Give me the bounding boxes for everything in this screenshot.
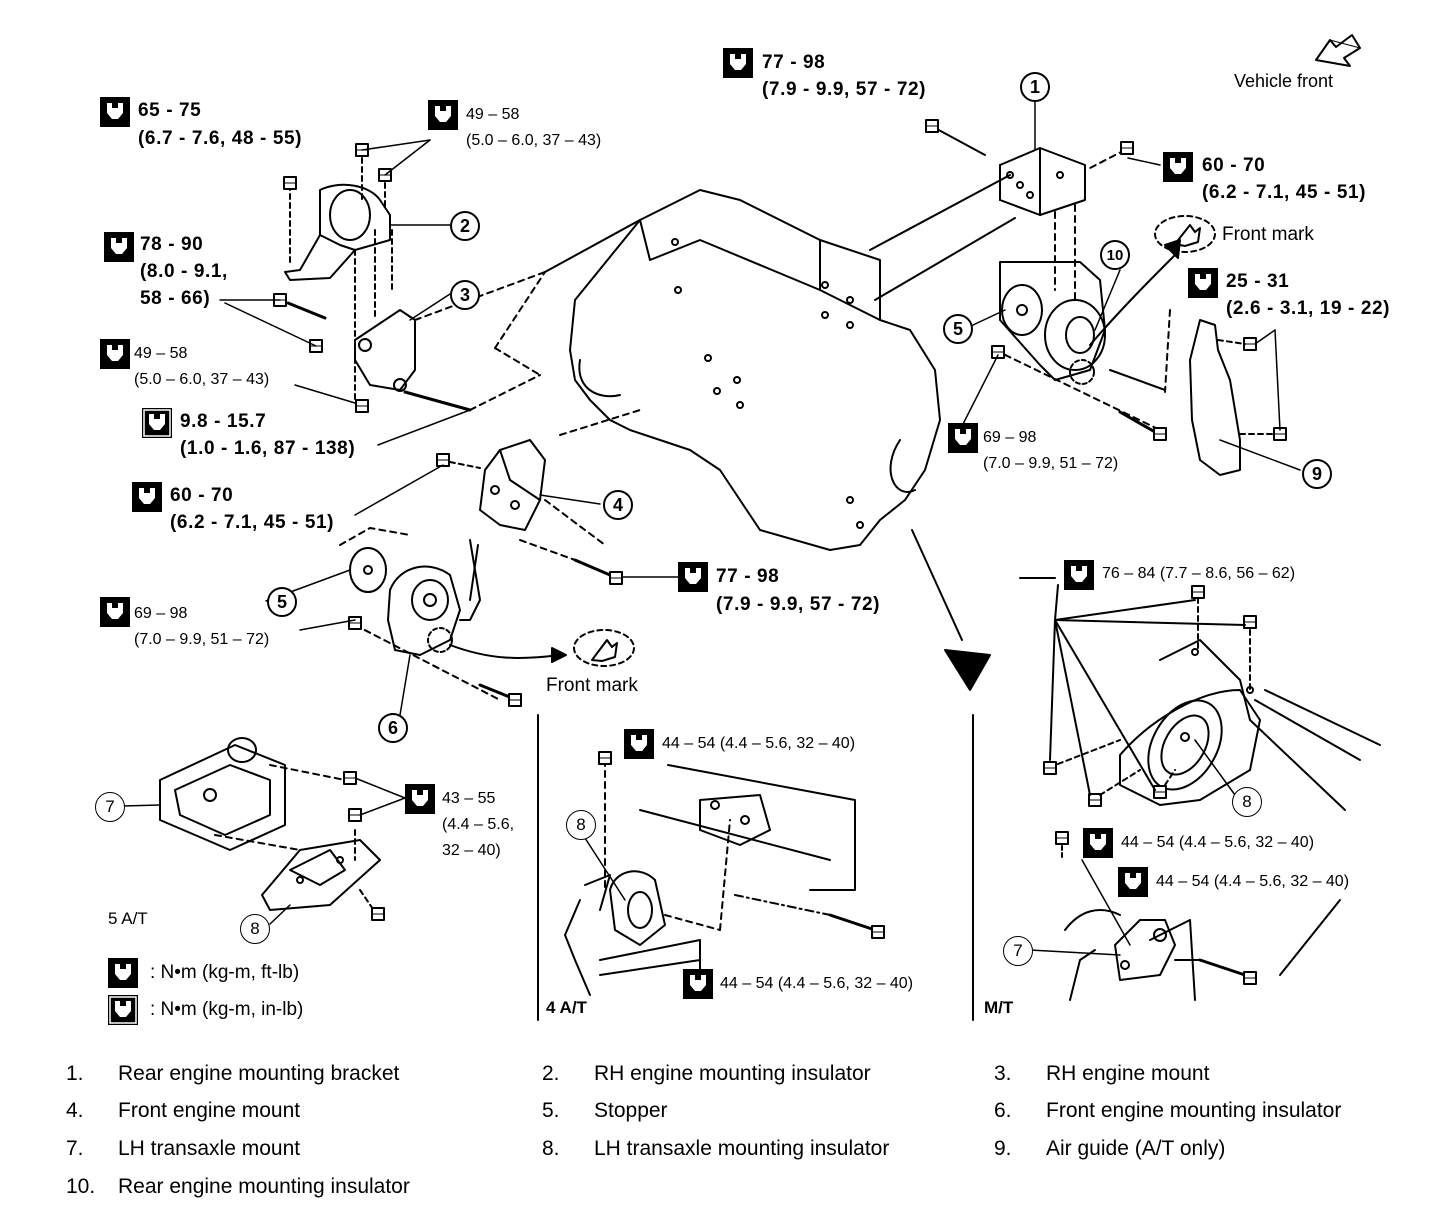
rh-mount-group <box>273 143 641 413</box>
callout-6: 6 <box>378 713 408 743</box>
wrench-icon <box>405 784 435 814</box>
wrench-icon <box>100 339 130 369</box>
section-5at-label: 5 A/T <box>108 909 148 928</box>
wrench-inlb-icon <box>142 408 172 438</box>
callout-9: 9 <box>1302 459 1332 489</box>
callout-2: 2 <box>450 211 480 241</box>
callout-8-mt: 8 <box>1232 787 1262 817</box>
torque-value: 60 - 70 <box>1202 155 1266 176</box>
callout-8-4at: 8 <box>566 810 596 840</box>
callout-4: 4 <box>603 490 633 520</box>
rear-insulator-group <box>991 239 1181 441</box>
torque-sub: (6.7 - 7.6, 48 - 55) <box>138 128 303 149</box>
vehicle-front-arrow <box>1315 34 1361 67</box>
vehicle-front-label: Vehicle front <box>1234 71 1334 91</box>
callout-1: 1 <box>1020 72 1050 102</box>
torque-sub: (7.0 – 9.9, 51 – 72) <box>134 631 270 648</box>
torque-value: 77 - 98 <box>762 52 826 73</box>
torque-value: 43 – 55 <box>442 790 496 807</box>
wrench-icon <box>948 423 978 453</box>
callout-3: 3 <box>450 280 480 310</box>
torque-value: 76 – 84 (7.7 – 8.6, 56 – 62) <box>1102 565 1296 582</box>
callout-7-mt: 7 <box>1003 936 1033 966</box>
torque-sub: (2.6 - 3.1, 19 - 22) <box>1226 298 1391 319</box>
torque-sub-2: 58 - 66) <box>140 288 211 309</box>
wrench-icon <box>428 100 458 130</box>
callout-7-5at: 7 <box>95 792 125 822</box>
torque-sub: (5.0 – 6.0, 37 – 43) <box>466 132 602 149</box>
torque-value: 44 – 54 (4.4 – 5.6, 32 – 40) <box>662 735 856 752</box>
wrench-icon <box>723 48 753 78</box>
torque-sub: (7.0 – 9.9, 51 – 72) <box>983 455 1119 472</box>
callout-5-right: 5 <box>943 314 973 344</box>
callout-10: 10 <box>1100 240 1130 270</box>
torque-sub: (1.0 - 1.6, 87 - 138) <box>180 438 356 459</box>
torque-value: 78 - 90 <box>140 234 204 255</box>
torque-value: 65 - 75 <box>138 100 202 121</box>
wrench-icon <box>1188 268 1218 298</box>
torque-value: 49 – 58 <box>466 106 520 123</box>
torque-value: 44 – 54 (4.4 – 5.6, 32 – 40) <box>1121 834 1315 851</box>
four-at-detail <box>564 751 885 996</box>
torque-value: 44 – 54 (4.4 – 5.6, 32 – 40) <box>1156 873 1350 890</box>
front-mark-label-right: Front mark <box>1222 224 1314 245</box>
mt-detail <box>1019 577 1381 1001</box>
wrench-icon <box>624 729 654 759</box>
torque-value: 49 – 58 <box>134 345 188 362</box>
legend-ftlb: : N•m (kg-m, ft-lb) <box>108 958 299 988</box>
wrench-icon <box>100 597 130 627</box>
wrench-icon <box>678 562 708 592</box>
torque-sub: (5.0 – 6.0, 37 – 43) <box>134 371 270 388</box>
torque-sub: (7.9 - 9.9, 57 - 72) <box>762 79 927 100</box>
torque-sub: (6.2 - 7.1, 45 - 51) <box>1202 182 1367 203</box>
torque-value: 25 - 31 <box>1226 271 1290 292</box>
torque-sub-2: 32 – 40) <box>442 842 501 859</box>
front-mark-label-left: Front mark <box>546 675 638 696</box>
torque-value: 69 – 98 <box>134 605 188 622</box>
torque-value: 60 - 70 <box>170 485 234 506</box>
wrench-icon <box>104 232 134 262</box>
rear-crossmember <box>869 147 1086 301</box>
torque-value: 44 – 54 (4.4 – 5.6, 32 – 40) <box>720 975 914 992</box>
torque-sub: (8.0 - 9.1, <box>140 261 228 282</box>
callout-8-5at: 8 <box>240 914 270 944</box>
legend-ftlb-text: : N•m (kg-m, ft-lb) <box>150 962 300 983</box>
wrench-icon <box>683 969 713 999</box>
legend-inlb: : N•m (kg-m, in-lb) <box>108 995 303 1025</box>
front-mount-group <box>436 409 641 585</box>
five-at-detail <box>159 737 385 921</box>
legend-inlb-text: : N•m (kg-m, in-lb) <box>150 999 304 1020</box>
wrench-icon <box>132 482 162 512</box>
wrench-icon <box>1163 152 1193 182</box>
wrench-icon <box>1118 867 1148 897</box>
wrench-inlb-icon <box>108 995 138 1025</box>
wrench-icon <box>1083 828 1113 858</box>
torque-value: 77 - 98 <box>716 566 780 587</box>
wrench-icon <box>100 97 130 127</box>
torque-sub: (7.9 - 9.9, 57 - 72) <box>716 594 881 615</box>
wrench-icon <box>108 958 138 988</box>
torque-sub: (6.2 - 7.1, 45 - 51) <box>170 512 335 533</box>
front-insulator-group <box>339 527 567 707</box>
torque-value: 69 – 98 <box>983 429 1037 446</box>
air-guide-outline <box>1189 319 1287 476</box>
section-4at-label: 4 A/T <box>546 998 587 1017</box>
engine-block-outline <box>569 189 941 551</box>
torque-value: 9.8 - 15.7 <box>180 411 267 432</box>
torque-sub: (4.4 – 5.6, <box>442 816 515 833</box>
callout-5-left: 5 <box>267 587 297 617</box>
section-mt-label: M/T <box>984 998 1014 1017</box>
wrench-icon <box>1064 560 1094 590</box>
